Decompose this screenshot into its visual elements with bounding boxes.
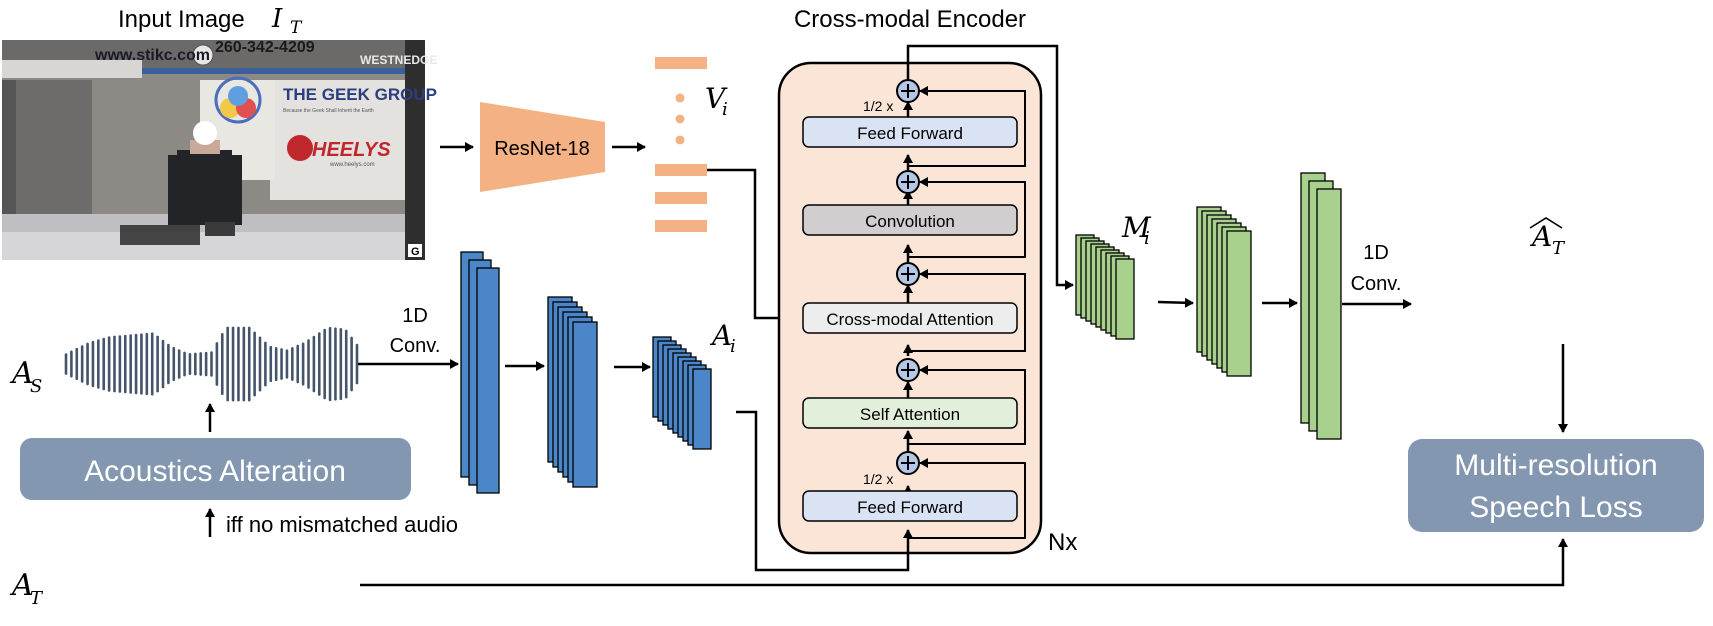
cross-modal-encoder: Cross-modal Encoder Nx Feed Forward Conv… bbox=[777, 6, 1077, 556]
audio-source-symbol: A bbox=[9, 356, 34, 391]
residual-path bbox=[908, 269, 1026, 352]
residual-add-icon bbox=[896, 451, 920, 475]
feed-forward-top-block bbox=[802, 116, 1018, 148]
conv-right-line2: Conv. bbox=[1351, 273, 1402, 295]
ellipsis-dot bbox=[675, 93, 685, 103]
audio-source-sub: S bbox=[30, 376, 42, 397]
input-photo: www.stikc.com 260-342-4209 THE GEEK GROU… bbox=[2, 39, 437, 260]
audio-target-sub: T bbox=[30, 588, 44, 609]
visual-token bbox=[655, 164, 707, 176]
hat-accent bbox=[1529, 217, 1563, 229]
loss-line2: Speech Loss bbox=[1469, 491, 1642, 524]
convolution-block bbox=[802, 204, 1018, 236]
input-image-group: Input Image I T www bbox=[2, 4, 437, 260]
resnet-label: ResNet-18 bbox=[494, 138, 590, 160]
audio-source-group: A S bbox=[9, 326, 359, 402]
photo-phone-text: 260-342-4209 bbox=[215, 39, 315, 56]
encoder-title: Cross-modal Encoder bbox=[794, 6, 1026, 33]
residual-add-icon bbox=[896, 358, 920, 382]
audio-target-waveform bbox=[64, 547, 359, 623]
convolution-label: Convolution bbox=[865, 212, 955, 231]
audio-conv-stack-1 bbox=[460, 251, 500, 494]
arrow-audio-to-encoder bbox=[736, 410, 910, 572]
visual-features-symbol: V bbox=[705, 82, 728, 115]
feature-map-layer bbox=[1226, 230, 1252, 377]
visual-token bbox=[655, 57, 707, 69]
conv-left-line1: 1D bbox=[402, 305, 428, 327]
fused-features-symbol: M bbox=[1121, 211, 1152, 244]
half-scale-label-bottom: 1/2 x bbox=[863, 471, 893, 487]
residual-path bbox=[908, 86, 1026, 167]
photo-tagline-text: Because the Geek Shall Inherit the Earth bbox=[283, 108, 374, 114]
input-image-symbol: I bbox=[271, 4, 283, 34]
audio-feature-stack bbox=[652, 336, 712, 450]
arrow-encoder-to-fused bbox=[906, 44, 1074, 290]
output-audio-sub: T bbox=[1552, 238, 1566, 259]
encoder-repeat-label: Nx bbox=[1048, 529, 1077, 556]
visual-token bbox=[655, 192, 707, 204]
photo-url-text: www.stikc.com bbox=[94, 47, 210, 64]
acoustics-alteration-label: Acoustics Alteration bbox=[84, 455, 346, 488]
fused-feature-stack bbox=[1075, 234, 1135, 340]
loss-line1: Multi-resolution bbox=[1454, 449, 1657, 482]
ellipsis-dot bbox=[675, 135, 685, 145]
residual-path bbox=[908, 177, 1026, 258]
residual-add-icon bbox=[896, 79, 920, 103]
input-image-symbol-sub: T bbox=[290, 18, 303, 38]
audio-source-waveform bbox=[64, 326, 359, 402]
residual-path bbox=[908, 458, 1026, 539]
output-audio-group: A T bbox=[1415, 217, 1710, 342]
residual-path bbox=[908, 365, 1026, 445]
decoder-stack-2 bbox=[1300, 172, 1342, 440]
output-audio-waveform bbox=[1415, 266, 1710, 342]
feature-map-layer bbox=[1115, 258, 1135, 340]
output-audio-symbol: A bbox=[1529, 220, 1552, 253]
photo-brand-heelys-text: HEELYS bbox=[312, 139, 391, 161]
arrow-visual-to-cross-attention bbox=[707, 168, 799, 323]
visual-features: V i bbox=[655, 57, 728, 232]
audio-target-group: A T bbox=[9, 547, 359, 623]
feed-forward-bottom-label: Feed Forward bbox=[857, 498, 963, 517]
cross-attention-block bbox=[802, 302, 1018, 334]
ellipsis-dot bbox=[675, 114, 685, 124]
residual-add-icon bbox=[896, 170, 920, 194]
photo-westnedge-text: WESTNEDGE bbox=[360, 53, 437, 67]
photo-heelys-url-text: www.heelys.com bbox=[329, 162, 375, 168]
photo-brand-group-text: THE GEEK GROUP bbox=[283, 85, 437, 104]
conv-left-line2: Conv. bbox=[390, 335, 441, 357]
half-scale-label-top: 1/2 x bbox=[863, 98, 893, 114]
audio-features-symbol: A bbox=[709, 319, 732, 352]
arrow-green1-to-green2 bbox=[1157, 297, 1194, 308]
arrow-target-to-loss bbox=[360, 538, 1568, 587]
feature-map-layer bbox=[692, 368, 712, 450]
visual-features-sub: i bbox=[722, 99, 728, 120]
audio-features-sub: i bbox=[730, 336, 736, 357]
feed-forward-top-label: Feed Forward bbox=[857, 124, 963, 143]
audio-conv-stack-2 bbox=[547, 296, 598, 488]
feed-forward-bottom-block bbox=[802, 490, 1018, 522]
cross-attention-label: Cross-modal Attention bbox=[826, 310, 993, 329]
input-image-label: Input Image bbox=[118, 6, 245, 33]
fused-features-sub: i bbox=[1144, 228, 1150, 249]
feature-map-layer bbox=[1316, 188, 1342, 440]
resnet-block: ResNet-18 bbox=[480, 102, 605, 192]
speech-loss-block: Multi-resolution Speech Loss bbox=[1408, 439, 1704, 532]
residual-add-icon bbox=[896, 262, 920, 286]
self-attention-block bbox=[802, 397, 1018, 429]
acoustics-alteration-block: Acoustics Alteration bbox=[20, 438, 411, 500]
conv-right-line1: 1D bbox=[1363, 242, 1389, 264]
feature-map-layer bbox=[572, 321, 598, 488]
acoustics-note: iff no mismatched audio bbox=[226, 512, 458, 537]
visual-token bbox=[655, 220, 707, 232]
decoder-stack-1 bbox=[1196, 206, 1252, 377]
photo-corner-mark: G bbox=[411, 246, 420, 258]
self-attention-label: Self Attention bbox=[860, 405, 960, 424]
audio-target-symbol: A bbox=[9, 568, 34, 603]
feature-map-layer bbox=[476, 267, 500, 494]
